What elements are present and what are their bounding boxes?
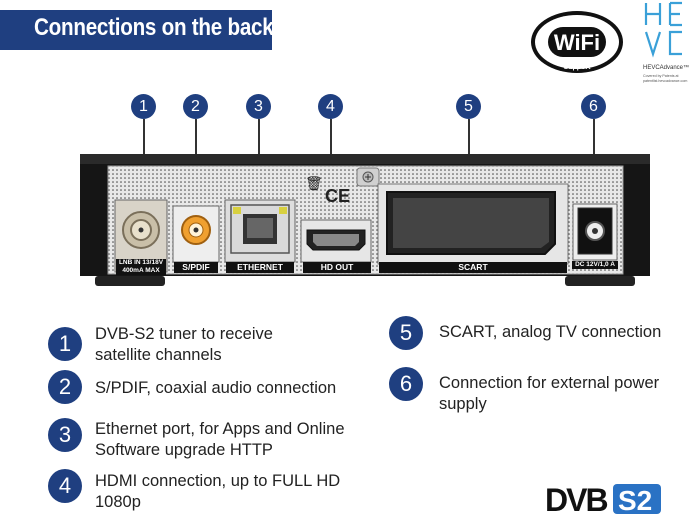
marker-3: 3 — [246, 94, 271, 119]
hevc-advance-logo: HEVCAdvance™ Covered by Patents at paten… — [643, 1, 689, 83]
feature-4-line1: HDMI connection, up to FULL HD — [95, 472, 341, 490]
feature-6-line1: Connection for external power — [439, 374, 660, 392]
hevc-logo-note-1: Covered by Patents at — [643, 74, 679, 78]
wifi-logo-top-text: USB — [570, 17, 585, 24]
list-number-4: 4 — [48, 469, 82, 503]
port-label-lnb: LNB IN 13/18V 400mA MAX — [116, 259, 166, 275]
port-label-hd-out: HD OUT — [303, 262, 371, 273]
feature-3-line1: Ethernet port, for Apps and Online — [95, 420, 345, 438]
leader-line-2 — [195, 119, 197, 185]
feature-4-line2: 1080p — [95, 493, 141, 511]
feature-6-text: Connection for external power supply — [439, 373, 659, 415]
feature-2-text: S/PDIF, coaxial audio connection — [95, 379, 337, 397]
marker-1: 1 — [131, 94, 156, 119]
port-label-lnb-line1: LNB IN 13/18V — [118, 259, 164, 266]
port-label-scart: SCART — [379, 262, 567, 273]
feature-3-text: Ethernet port, for Apps and Online Softw… — [95, 419, 345, 461]
feature-5-text: SCART, analog TV connection — [439, 323, 662, 341]
dvb-s2-logo: DVB S2 — [545, 482, 661, 516]
dvb-logo-right: S2 — [618, 485, 652, 516]
port-label-spdif: S/PDIF — [174, 262, 218, 273]
hevc-logo-note-2: patentlist.hevcadvance.com — [643, 79, 687, 83]
feature-1-text: DVB-S2 tuner to receive satellite channe… — [95, 324, 273, 366]
feature-1-line2: satellite channels — [95, 346, 222, 364]
receiver-back-panel: 🗑 CE — [80, 154, 650, 286]
feature-4-text: HDMI connection, up to FULL HD 1080p — [95, 471, 340, 513]
marker-5: 5 — [456, 94, 481, 119]
svg-text:🗑: 🗑 — [305, 176, 323, 192]
dvb-logo-left: DVB — [545, 482, 607, 516]
svg-text:CE: CE — [325, 186, 350, 206]
leader-line-5 — [468, 119, 470, 185]
list-number-6: 6 — [389, 367, 423, 401]
marker-4: 4 — [318, 94, 343, 119]
port-label-ethernet: ETHERNET — [226, 262, 294, 273]
marker-2: 2 — [183, 94, 208, 119]
feature-3-line2: Software upgrade HTTP — [95, 441, 273, 459]
hevc-logo-name: HEVCAdvance™ — [643, 64, 689, 71]
marker-6: 6 — [581, 94, 606, 119]
wifi-logo-main-text: WiFi — [554, 30, 600, 55]
feature-6-line2: supply — [439, 395, 487, 413]
feature-1-line1: DVB-S2 tuner to receive — [95, 325, 273, 343]
title-banner — [0, 10, 272, 50]
usb-wifi-support-logo: USB WiFi Support — [531, 11, 623, 73]
list-number-1: 1 — [48, 327, 82, 361]
leader-line-3 — [258, 119, 260, 185]
leader-line-6 — [593, 119, 595, 185]
page-title: Connections on the back — [34, 14, 274, 41]
wifi-logo-bottom-text: Support — [564, 64, 591, 71]
port-label-dc: DC 12V/1,0 A — [572, 261, 618, 269]
list-number-3: 3 — [48, 418, 82, 452]
list-number-5: 5 — [389, 316, 423, 350]
port-label-lnb-line2: 400mA MAX — [122, 267, 160, 274]
list-number-2: 2 — [48, 370, 82, 404]
leader-line-1 — [143, 119, 145, 185]
